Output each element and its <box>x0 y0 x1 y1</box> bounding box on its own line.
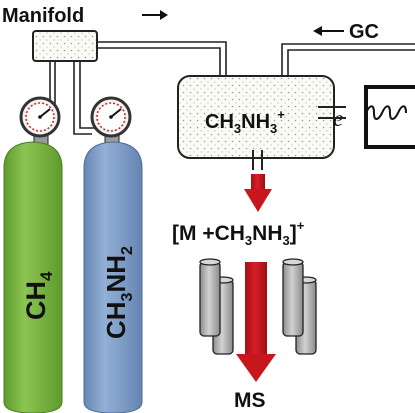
right-arrow-icon <box>142 10 168 20</box>
gas-cylinder-methane: CH4 <box>3 141 63 413</box>
gas-cylinder-methylamine: CH3NH2 <box>83 141 143 413</box>
cylinder-label-methylamine: CH3NH2 <box>101 246 136 339</box>
gc-transfer-line <box>281 43 415 80</box>
quadrupole-rods <box>199 258 317 355</box>
ion-product-label: [M +CH3NH3]+ <box>172 218 305 248</box>
gc-label: GC <box>349 21 379 43</box>
pressure-gauge-icon <box>19 96 61 146</box>
chamber-exit-slit <box>252 150 263 170</box>
cylinder-label-methane: CH4 <box>21 271 56 320</box>
coil-filament-icon <box>364 85 415 149</box>
ion-extraction-arrow <box>244 174 272 212</box>
left-arrow-icon <box>313 26 344 36</box>
manifold-label: Manifold <box>2 5 84 27</box>
ms-label: MS <box>234 389 266 412</box>
pressure-gauge-icon <box>90 96 132 146</box>
manifold-box <box>32 30 98 62</box>
electron-entrance-plates <box>318 106 346 119</box>
ms-transfer-arrow <box>236 262 276 382</box>
chamber-ion-label: CH3NH3+ <box>205 107 285 136</box>
manifold-transfer-line <box>97 41 227 80</box>
